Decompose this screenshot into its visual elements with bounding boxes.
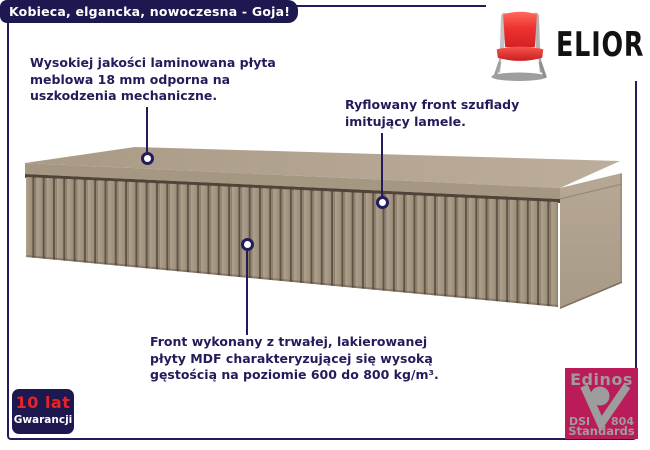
callout-line-mdf (246, 251, 248, 335)
edinos-v-icon (580, 383, 631, 433)
annotation-line: uszkodzenia mechaniczne. (30, 88, 218, 103)
callout-dot-laminate (141, 152, 154, 165)
decorative-frame (7, 5, 637, 440)
console-side-seam (559, 183, 623, 200)
annotation-fluted: Ryflowany front szuflady imitujący lamel… (345, 97, 519, 130)
warranty-years: 10 lat (15, 393, 71, 412)
annotation-line: Ryflowany front szuflady (345, 97, 520, 112)
annotation-line: Wysokiej jakości laminowana płyta (30, 55, 276, 70)
warranty-badge: 10 lat Gwarancji (10, 387, 76, 436)
callout-dot-mdf (241, 238, 254, 251)
console-front-bottom-edge (26, 255, 558, 307)
edinos-dsi: DSI (569, 415, 591, 428)
callout-line-laminate (146, 107, 148, 153)
edinos-804: 804 (611, 415, 634, 428)
console-gap-shadow (25, 174, 560, 203)
annotation-line: imitujący lamele. (345, 113, 466, 129)
annotation-line: płyty MDF charakteryzującej się wysoką (150, 350, 433, 366)
callout-dot-fluted (376, 196, 389, 209)
annotation-mdf: Front wykonany z trwałej, lakierowanej p… (150, 334, 439, 384)
callout-line-fluted (381, 133, 383, 196)
annotation-laminate: Wysokiej jakości laminowana płyta meblow… (30, 55, 276, 105)
annotation-line: Front wykonany z trwałej, lakierowanej (150, 334, 428, 349)
console-top-edge (25, 163, 560, 199)
brand-name: ELIOR (556, 26, 645, 65)
edinos-brand: Edinos (570, 370, 633, 389)
annotation-line: gęstością na poziomie 600 do 800 kg/m³. (150, 367, 439, 382)
edinos-badge: Edinos DSI 804 Standards (565, 368, 638, 439)
console-fluted-front (26, 177, 558, 307)
console-side-panel (560, 173, 622, 307)
brand-logo: ELIOR (486, 5, 643, 81)
red-chair-icon (491, 11, 547, 81)
page-title: Kobieca, elgancka, nowoczesna - Goja! (0, 0, 298, 23)
annotation-line: meblowa 18 mm odporna na (30, 71, 231, 87)
console-top-surface (25, 147, 620, 188)
warranty-label: Gwarancji (13, 414, 73, 426)
edinos-standards: Standards (568, 424, 635, 438)
console-underside-edge (560, 281, 622, 309)
